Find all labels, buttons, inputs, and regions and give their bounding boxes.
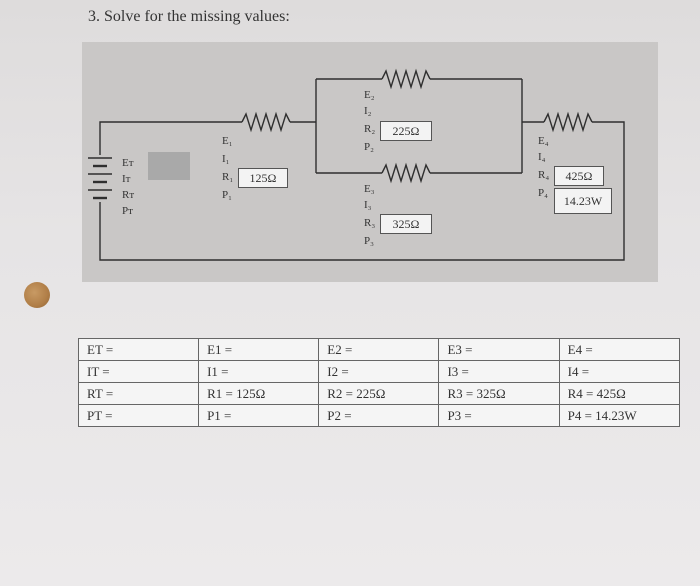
question-title: 3. Solve for the missing values:: [88, 8, 290, 25]
label-e4: E₄: [538, 135, 549, 147]
label-i2: I₂: [364, 105, 372, 117]
cell-p4: P4 = 14.23W: [558, 404, 681, 427]
cell-pt: PT =: [77, 404, 200, 427]
cell-e4: E4 =: [558, 338, 681, 361]
circuit-diagram: Eᴛ Iᴛ Rᴛ Pᴛ E₁ I₁ R₁ P₁ 125Ω E₂ I₂ R₂ P₂…: [82, 42, 658, 282]
label-e3: E₃: [364, 183, 375, 195]
table-row: RT = R1 = 125Ω R2 = 225Ω R3 = 325Ω R4 = …: [77, 382, 681, 405]
cell-r1: R1 = 125Ω: [198, 382, 320, 405]
label-pt: Pᴛ: [122, 205, 133, 217]
values-table: ET = E1 = E2 = E3 = E4 = IT = I1 = I2 = …: [77, 338, 681, 427]
cell-r3: R3 = 325Ω: [438, 382, 560, 405]
resistor-r1-symbol: [241, 111, 291, 133]
r3-value-box: 325Ω: [380, 214, 432, 234]
label-p4: P₄: [538, 187, 548, 199]
label-r2: R₂: [364, 123, 376, 135]
cell-rt: RT =: [77, 382, 200, 405]
r2-value-box: 225Ω: [380, 121, 432, 141]
cell-r2: R2 = 225Ω: [318, 382, 440, 405]
p4-value-box: 14.23W: [554, 188, 612, 214]
resistor-r2-symbol: [381, 68, 431, 90]
cell-e2: E2 =: [318, 338, 440, 361]
cell-i2: I2 =: [318, 360, 440, 383]
cell-et: ET =: [77, 338, 200, 361]
label-p2: P₂: [364, 141, 374, 153]
cell-i3: I3 =: [438, 360, 560, 383]
table-row: IT = I1 = I2 = I3 = I4 =: [77, 360, 681, 383]
label-r4: R₄: [538, 169, 550, 181]
r1-value-box: 125Ω: [238, 168, 288, 188]
cell-p1: P1 =: [198, 404, 320, 427]
wire-top-left: [99, 121, 242, 155]
cell-e1: E1 =: [198, 338, 320, 361]
label-i4: I₄: [538, 151, 546, 163]
hidden-et-value-box: [148, 152, 190, 180]
label-e1: E₁: [222, 135, 233, 147]
cell-i1: I1 =: [198, 360, 320, 383]
table-row: PT = P1 = P2 = P3 = P4 = 14.23W: [77, 404, 681, 427]
cell-p2: P2 =: [318, 404, 440, 427]
wire-r4-to-right: [99, 121, 625, 261]
circuit-wires: [88, 68, 625, 261]
label-it: Iᴛ: [122, 173, 131, 185]
cell-p3: P3 =: [438, 404, 560, 427]
label-et: Eᴛ: [122, 157, 134, 169]
cell-it: IT =: [77, 360, 200, 383]
label-p3: P₃: [364, 235, 374, 247]
cell-i4: I4 =: [558, 360, 681, 383]
label-rt: Rᴛ: [122, 189, 135, 201]
resistor-r4-symbol: [543, 111, 593, 133]
label-r3: R₃: [364, 217, 376, 229]
label-i1: I₁: [222, 153, 230, 165]
binder-hole: [24, 282, 50, 308]
label-i3: I₃: [364, 199, 372, 211]
label-r1: R₁: [222, 171, 234, 183]
cell-r4: R4 = 425Ω: [558, 382, 681, 405]
label-e2: E₂: [364, 89, 375, 101]
battery-symbol: [88, 157, 112, 200]
label-p1: P₁: [222, 189, 232, 201]
table-row: ET = E1 = E2 = E3 = E4 =: [77, 338, 681, 361]
r4-value-box: 425Ω: [554, 166, 604, 186]
cell-e3: E3 =: [438, 338, 560, 361]
resistor-r3-symbol: [381, 162, 431, 184]
